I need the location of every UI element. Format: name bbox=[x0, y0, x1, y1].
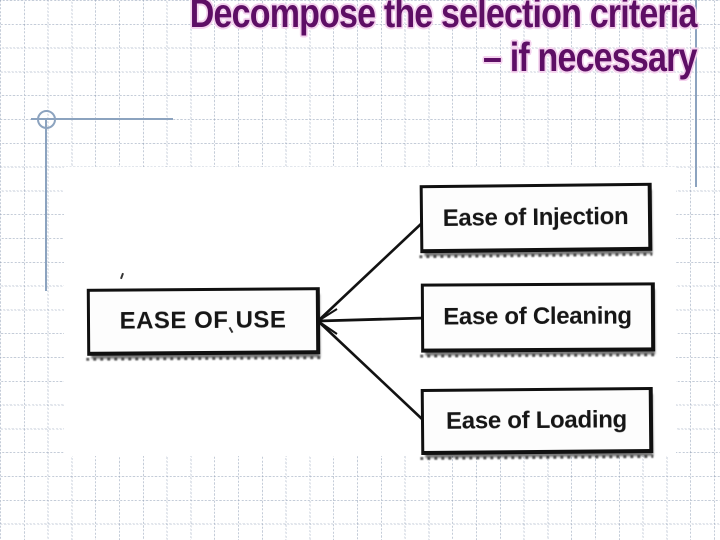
node-ease-of-injection: Ease of Injection bbox=[419, 182, 653, 254]
connector-to-cleaning bbox=[317, 316, 425, 323]
diagram-scanned-image: EASE OF USE Ease of Injection Ease of Cl… bbox=[64, 167, 676, 456]
node-ease-of-use: EASE OF USE bbox=[86, 287, 321, 356]
decorative-horizontal-line bbox=[31, 118, 173, 120]
node-ease-of-cleaning: Ease of Cleaning bbox=[420, 282, 656, 353]
decorative-vertical-line-left bbox=[45, 119, 47, 291]
arrowhead-barb-bottom bbox=[317, 320, 338, 335]
connector-to-injection bbox=[317, 222, 423, 322]
node-label: EASE OF USE bbox=[119, 306, 287, 335]
node-label: Ease of Loading bbox=[445, 405, 628, 435]
node-ease-of-loading: Ease of Loading bbox=[420, 386, 654, 456]
decorative-vertical-line-right bbox=[695, 0, 697, 187]
decorative-circle bbox=[37, 110, 56, 129]
slide-title: Decompose the selection criteria– if nec… bbox=[190, 0, 698, 80]
slide-title-line1: Decompose the selection criteria bbox=[190, 0, 698, 36]
arrowhead-barb-top bbox=[317, 308, 338, 322]
slide-title-line2: – if necessary bbox=[483, 34, 697, 80]
connector-to-loading bbox=[317, 320, 423, 420]
node-label: Ease of Injection bbox=[442, 202, 629, 232]
connector-lines bbox=[317, 222, 425, 420]
node-label: Ease of Cleaning bbox=[443, 302, 632, 331]
